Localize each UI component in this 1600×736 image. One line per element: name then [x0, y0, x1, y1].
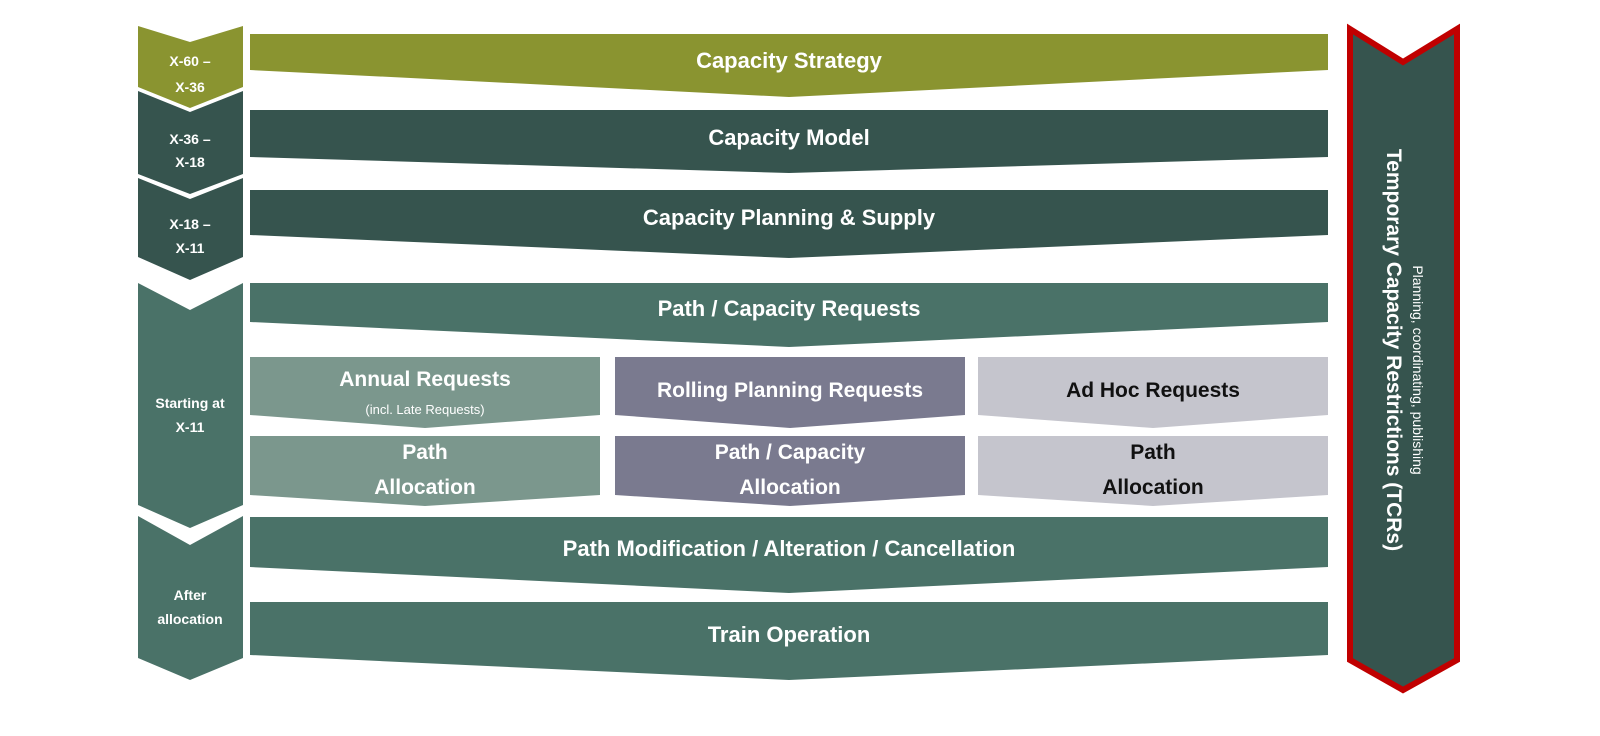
svg-text:Path: Path [1130, 441, 1176, 464]
svg-text:Annual Requests: Annual Requests [339, 368, 511, 391]
svg-text:Path / Capacity Requests: Path / Capacity Requests [658, 296, 921, 321]
svg-text:Capacity Strategy: Capacity Strategy [696, 48, 883, 73]
phase-chevron-5: After allocation [138, 516, 243, 680]
box-adhoc-allocation: Path Allocation [978, 436, 1328, 506]
svg-text:Starting at: Starting at [155, 395, 225, 411]
svg-text:X-18: X-18 [175, 154, 205, 170]
box-rolling-allocation: Path / Capacity Allocation [615, 436, 965, 506]
svg-text:allocation: allocation [157, 611, 222, 627]
svg-text:Capacity Planning & Supply: Capacity Planning & Supply [643, 205, 936, 230]
bar-capacity-planning: Capacity Planning & Supply [250, 190, 1328, 258]
box-rolling-requests: Rolling Planning Requests [615, 357, 965, 428]
svg-text:Allocation: Allocation [739, 476, 841, 499]
svg-text:Train Operation: Train Operation [708, 622, 871, 647]
phase-chevron-4: Starting at X-11 [138, 283, 243, 528]
svg-text:Allocation: Allocation [374, 476, 476, 499]
svg-text:X-18 –: X-18 – [169, 216, 210, 232]
svg-text:X-60 –: X-60 – [169, 53, 210, 69]
phase-chevron-3: X-18 – X-11 [138, 178, 243, 280]
bar-path-requests: Path / Capacity Requests [250, 283, 1328, 347]
svg-text:X-36: X-36 [175, 79, 205, 95]
tcr-title: Temporary Capacity Restrictions (TCRs) [1382, 149, 1405, 551]
tcr-subtitle: Planning, coordinating, publishing [1410, 265, 1426, 474]
svg-text:After: After [174, 587, 207, 603]
svg-text:Path Modification / Alteration: Path Modification / Alteration / Cancell… [563, 536, 1016, 561]
phase-chevron-2: X-36 – X-18 [138, 91, 243, 194]
svg-text:Ad Hoc Requests: Ad Hoc Requests [1066, 379, 1240, 402]
svg-text:X-11: X-11 [176, 419, 205, 435]
box-annual-allocation: Path Allocation [250, 436, 600, 506]
svg-text:Rolling Planning Requests: Rolling Planning Requests [657, 379, 923, 402]
bar-capacity-model: Capacity Model [250, 110, 1328, 173]
bar-train-operation: Train Operation [250, 602, 1328, 680]
box-annual-requests: Annual Requests (incl. Late Requests) [250, 357, 600, 428]
svg-text:X-36 –: X-36 – [169, 131, 210, 147]
bar-path-modification: Path Modification / Alteration / Cancell… [250, 517, 1328, 593]
phase-chevron-1: X-60 – X-36 [138, 26, 243, 108]
svg-text:X-11: X-11 [176, 240, 205, 256]
svg-text:Allocation: Allocation [1102, 476, 1204, 499]
tcr-arrow: Temporary Capacity Restrictions (TCRs) P… [1347, 23, 1460, 694]
svg-text:Path: Path [402, 441, 448, 464]
svg-text:(incl. Late Requests): (incl. Late Requests) [365, 402, 484, 417]
svg-text:Path / Capacity: Path / Capacity [715, 441, 866, 464]
bar-capacity-strategy: Capacity Strategy [250, 34, 1328, 97]
svg-text:Capacity Model: Capacity Model [708, 125, 869, 150]
box-adhoc-requests: Ad Hoc Requests [978, 357, 1328, 428]
